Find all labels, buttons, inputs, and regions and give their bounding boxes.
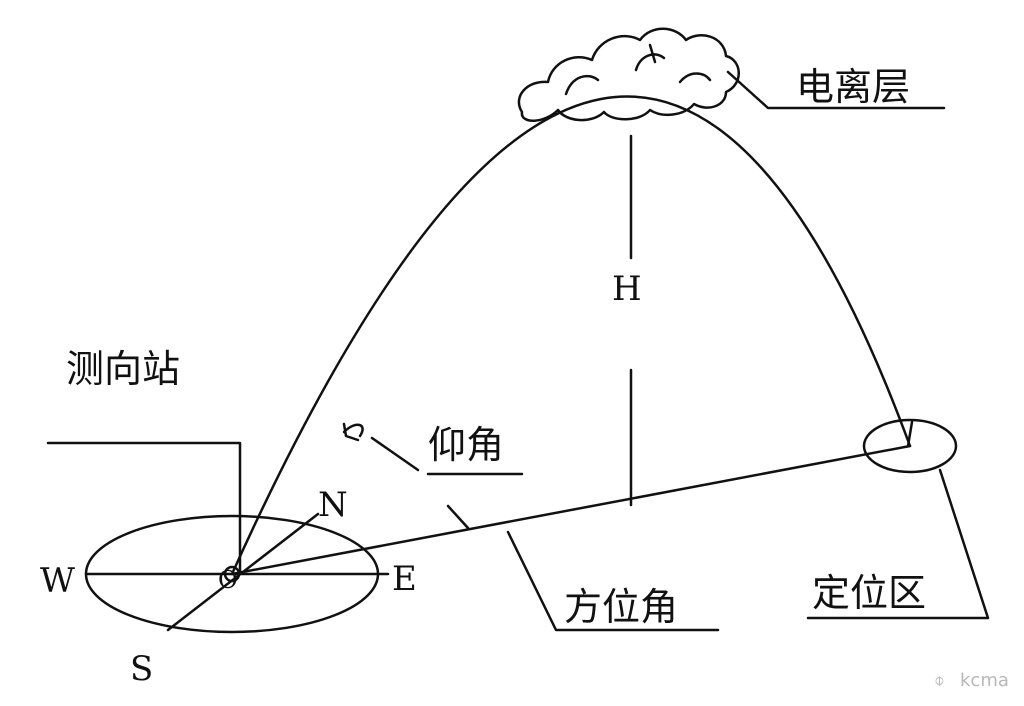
east-label: E: [392, 559, 417, 599]
ionosphere-label: 电离层: [796, 65, 910, 109]
ionosphere-cloud: [517, 27, 740, 122]
azimuth-leader: [506, 530, 720, 632]
watermark-text: kcma: [960, 670, 1009, 691]
station-label: 测向站: [66, 347, 180, 391]
elevation-leader: [370, 436, 420, 472]
azimuth-angle-label: 方位角: [564, 585, 678, 629]
ray-path: [230, 95, 912, 576]
ionosphere-leader-line: [726, 70, 946, 110]
location-zone-ellipse: [862, 418, 958, 474]
origin-label: O: [218, 566, 238, 594]
height-label: H: [612, 269, 642, 309]
location-zone-tick: [906, 420, 914, 448]
location-zone-leader: [806, 468, 990, 620]
south-north-line: [166, 512, 320, 632]
watermark-icon: ⌽: [934, 670, 945, 691]
elevation-angle-label: 仰角: [428, 423, 504, 467]
azimuth-tick: [446, 504, 470, 530]
station-leader: [46, 441, 242, 576]
north-label: N: [318, 485, 348, 525]
elevation-angle-arc: [342, 422, 364, 442]
ionosphere-cloud-detail: [564, 43, 712, 96]
south-label: S: [130, 649, 153, 689]
ground-line: [230, 444, 912, 576]
location-zone-label: 定位区: [812, 571, 926, 615]
west-label: W: [40, 561, 75, 601]
